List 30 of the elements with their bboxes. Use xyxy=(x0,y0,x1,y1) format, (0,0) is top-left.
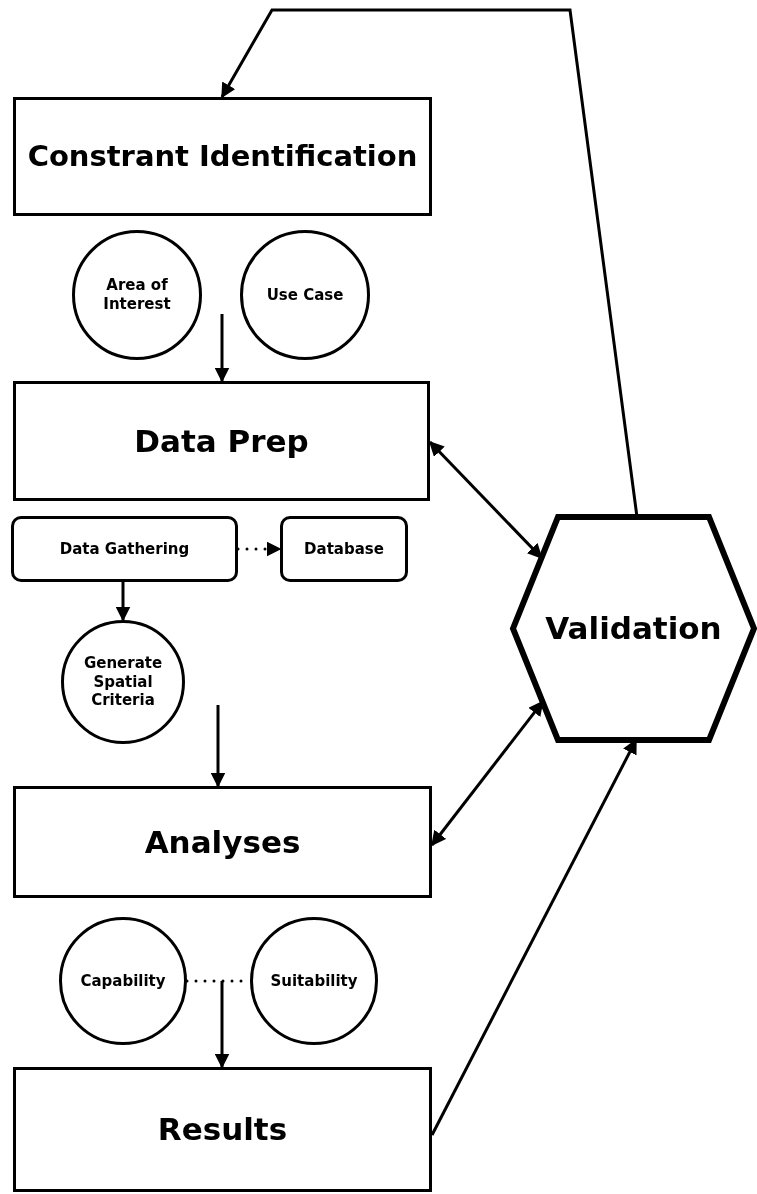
node-label: Capability xyxy=(80,971,166,991)
arrow xyxy=(214,314,230,383)
process-box xyxy=(13,786,432,898)
node-label: Use Case xyxy=(266,285,344,305)
node-label: Suitability xyxy=(270,971,358,991)
circle-node xyxy=(250,917,378,1045)
node-label: Data Prep xyxy=(134,421,309,461)
circle-node xyxy=(240,230,370,360)
process-box xyxy=(13,381,430,501)
node-label: Validation xyxy=(545,609,722,648)
circle-node xyxy=(59,917,187,1045)
node-label: Constrant Identification xyxy=(27,138,418,175)
arrow xyxy=(430,700,544,847)
node-label: Area of Interest xyxy=(102,276,172,314)
process-box xyxy=(13,97,432,216)
node-label: Generate Spatial Criteria xyxy=(82,653,164,711)
rounded-box xyxy=(11,516,238,582)
node-label: Database xyxy=(304,539,384,559)
arrow xyxy=(210,705,226,788)
process-box xyxy=(13,1067,432,1192)
node-label: Results xyxy=(157,1110,288,1149)
arrow xyxy=(214,981,230,1069)
arrow xyxy=(115,582,131,622)
arrow xyxy=(428,440,543,559)
rounded-box xyxy=(280,516,408,582)
node-label: Analyses xyxy=(144,822,301,862)
circle-node xyxy=(72,230,202,360)
arrow xyxy=(236,541,282,557)
node-label: Data Gathering xyxy=(59,539,190,559)
circle-node xyxy=(61,620,185,744)
